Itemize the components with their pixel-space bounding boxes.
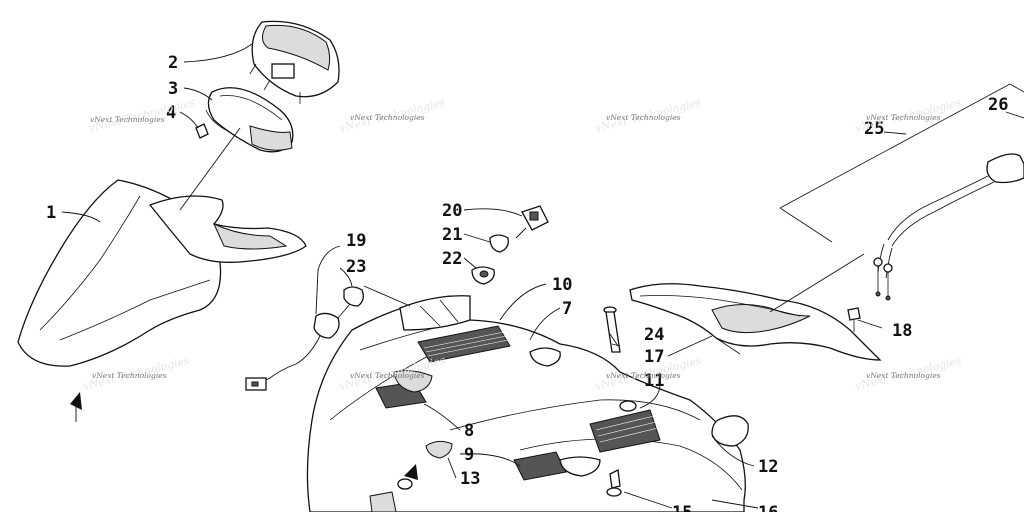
watermark-4: vNext Technologies (866, 113, 941, 122)
callout-9: 9 (464, 445, 474, 465)
callout-11: 11 (644, 371, 664, 391)
callout-15: 15 (672, 503, 692, 512)
screw-18 (847, 307, 861, 332)
callout-labels: 2 3 4 1 19 23 20 21 22 10 7 24 17 11 18 … (46, 53, 1008, 512)
watermark-5: vNext Technologies (92, 371, 167, 380)
switch-harness (245, 286, 364, 391)
callout-12: 12 (758, 457, 778, 477)
leader-lines (61, 43, 1024, 509)
gauge-bracket (205, 87, 294, 153)
callout-1: 1 (46, 203, 56, 223)
gauge-assembly (249, 20, 340, 104)
callout-2: 2 (168, 53, 178, 73)
watermark-7: vNext Technologies (606, 371, 681, 380)
callout-18: 18 (892, 321, 912, 341)
front-cowl (17, 179, 307, 367)
callout-19: 19 (346, 231, 366, 251)
callout-10: 10 (552, 275, 572, 295)
bolt-24 (603, 306, 621, 353)
callout-4: 4 (166, 103, 176, 123)
callout-22: 22 (442, 249, 462, 269)
callout-21: 21 (442, 225, 462, 245)
callout-13: 13 (460, 469, 480, 489)
watermark-8: vNext Technologies (866, 371, 941, 380)
ignition-key (471, 205, 549, 285)
callout-17: 17 (644, 347, 664, 367)
lens-12 (711, 415, 749, 447)
callout-20: 20 (442, 201, 462, 221)
watermark-6: vNext Technologies (350, 371, 425, 380)
callout-25: 25 (864, 119, 884, 139)
throttle-cable-assembly (779, 83, 1024, 301)
direction-arrow-center (404, 464, 418, 480)
main-body (306, 295, 746, 512)
callout-26: 26 (988, 95, 1008, 115)
callout-7: 7 (562, 299, 572, 319)
callout-24: 24 (644, 325, 664, 345)
watermark-3: vNext Technologies (606, 113, 681, 122)
right-handlebar-cover (629, 283, 882, 361)
callout-8: 8 (464, 421, 474, 441)
watermark-1: vNext Technologies (90, 115, 165, 124)
screw-4 (195, 123, 209, 139)
watermark-2: vNext Technologies (350, 113, 425, 122)
callout-23: 23 (346, 257, 366, 277)
callout-3: 3 (168, 79, 178, 99)
callout-16: 16 (758, 503, 778, 512)
